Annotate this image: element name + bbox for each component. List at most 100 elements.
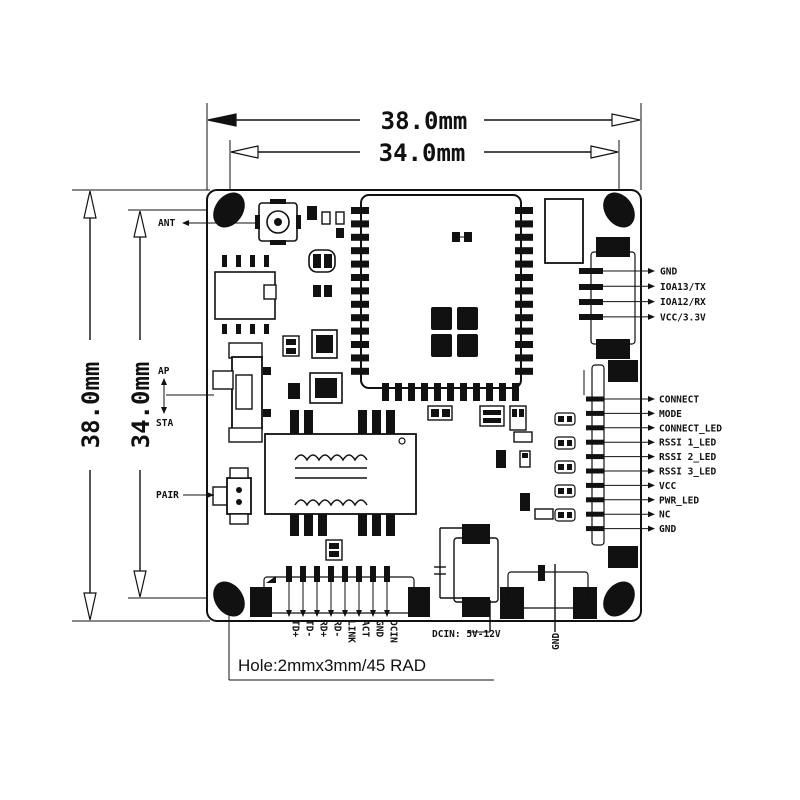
module-pin-left [351, 354, 369, 362]
dim-outer-height: 38.0mm [77, 362, 105, 449]
right-top-pin-label: GND [660, 267, 677, 278]
module-pin-left [351, 341, 369, 348]
label-dcin: DCIN: 5V-12V [432, 629, 501, 640]
bottom-header-pin [384, 566, 390, 582]
module-pin-right [515, 300, 533, 308]
module-pin-right [515, 247, 533, 255]
module-pin-bottom [434, 383, 441, 401]
right-mid-pin-label: RSSI 1_LED [659, 438, 716, 449]
right-mid-pin-label: CONNECT [659, 395, 699, 406]
hole-note-leader [228, 612, 494, 681]
module-pin-right [515, 354, 533, 362]
module-pin-left [351, 327, 369, 335]
right-top-pin-label: IOA12/RX [660, 297, 706, 308]
right-mid-pin-label: CONNECT_LED [659, 423, 722, 434]
module-pin-right [515, 341, 533, 348]
module-pin-bottom [460, 383, 467, 401]
dc-power-section [434, 524, 597, 633]
module-pin-bottom [395, 383, 402, 401]
right-mid-pin-label: GND [659, 524, 676, 535]
header-pin [586, 482, 604, 488]
bottom-header-pin [300, 566, 306, 582]
antenna-connector [255, 199, 345, 245]
module-pin-left [351, 233, 369, 241]
module-pin-left [351, 300, 369, 308]
module-pin-left [351, 207, 369, 214]
module-pin-bottom [486, 383, 493, 401]
module-pin-right [515, 260, 533, 268]
led-pads [554, 412, 576, 522]
right-top-pin-label: VCC/3.3V [660, 312, 706, 323]
dim-outer-width: 38.0mm [381, 107, 468, 135]
module-pin-right [515, 207, 533, 214]
right-mid-pin-label: RSSI 2_LED [659, 452, 716, 463]
right-top-pin-labels: GND IOA13/TX IOA12/RX VCC/3.3V [603, 267, 706, 323]
header-pin [586, 526, 604, 532]
label-gnd-power: GND [551, 633, 562, 650]
bottom-header-pin [314, 566, 320, 582]
right-mid-pin-label: PWR_LED [659, 495, 699, 506]
header-pin [586, 396, 604, 402]
module-pin-left [351, 260, 369, 268]
bottom-header-pin [370, 566, 376, 582]
bottom-pin-label: DCIN [388, 620, 399, 643]
header-pin [586, 410, 604, 416]
header-pin [586, 511, 604, 517]
module-pin-right [515, 220, 533, 228]
header-pin [586, 425, 604, 431]
module-pin-left [351, 367, 369, 375]
bottom-pin-label: RD+ [318, 620, 329, 637]
right-top-header [544, 198, 636, 359]
module-pin-bottom [473, 383, 480, 401]
module-pin-bottom [512, 383, 519, 401]
bottom-pin-label: LINK [346, 620, 357, 643]
bottom-pin-label: ACT [360, 620, 371, 637]
bottom-header-pin [356, 566, 362, 582]
label-pair: PAIR [156, 490, 179, 501]
center-components [264, 249, 554, 561]
header-pin [586, 468, 604, 474]
header-pin [586, 454, 604, 460]
module-pin-left [351, 274, 369, 281]
module-pin-right [515, 233, 533, 241]
bottom-header-pin [286, 566, 292, 582]
module-pin-bottom [421, 383, 428, 401]
module-pin-right [515, 287, 533, 295]
bottom-connector [250, 576, 430, 617]
mount-hole-top-left [213, 192, 245, 228]
module-pin-left [351, 314, 369, 322]
mount-hole-bottom-left [213, 581, 245, 617]
bottom-pin-label: RD- [332, 620, 343, 637]
bottom-header-pin [328, 566, 334, 582]
right-mid-pin-label: NC [659, 510, 671, 521]
width-dimensions: 38.0mm 34.0mm [206, 103, 642, 192]
right-mid-pin-label: RSSI 3_LED [659, 467, 716, 478]
module-pin-right [515, 314, 533, 322]
right-mid-pin-labels: CONNECT MODE CONNECT_LED RSSI 1_LED RSSI 2_L… [586, 395, 722, 535]
dim-inner-height: 34.0mm [127, 362, 155, 449]
right-mid-pin-label: MODE [659, 409, 682, 420]
module-pin-bottom [408, 383, 415, 401]
module-pin-right [515, 274, 533, 281]
label-ap: AP [158, 366, 170, 377]
module-pin-bottom [499, 383, 506, 401]
right-top-pin-label: IOA13/TX [660, 282, 706, 293]
header-pin [586, 497, 604, 503]
bottom-pin-label: TD+ [290, 620, 301, 637]
label-ant: ANT [158, 218, 175, 229]
mount-hole-top-right [603, 192, 635, 228]
header-pin [586, 439, 604, 445]
module-pin-bottom [447, 383, 454, 401]
module-pin-left [351, 247, 369, 255]
hole-note: Hole:2mmx3mm/45 RAD [238, 656, 426, 675]
bottom-pin-label: TD- [304, 620, 315, 637]
wifi-module [351, 194, 533, 401]
right-mid-pin-label: VCC [659, 481, 676, 492]
module-pin-right [515, 367, 533, 375]
mounting-holes [213, 192, 635, 617]
left-components [212, 255, 277, 525]
mount-hole-bottom-right [603, 581, 635, 617]
module-pin-bottom [382, 383, 389, 401]
